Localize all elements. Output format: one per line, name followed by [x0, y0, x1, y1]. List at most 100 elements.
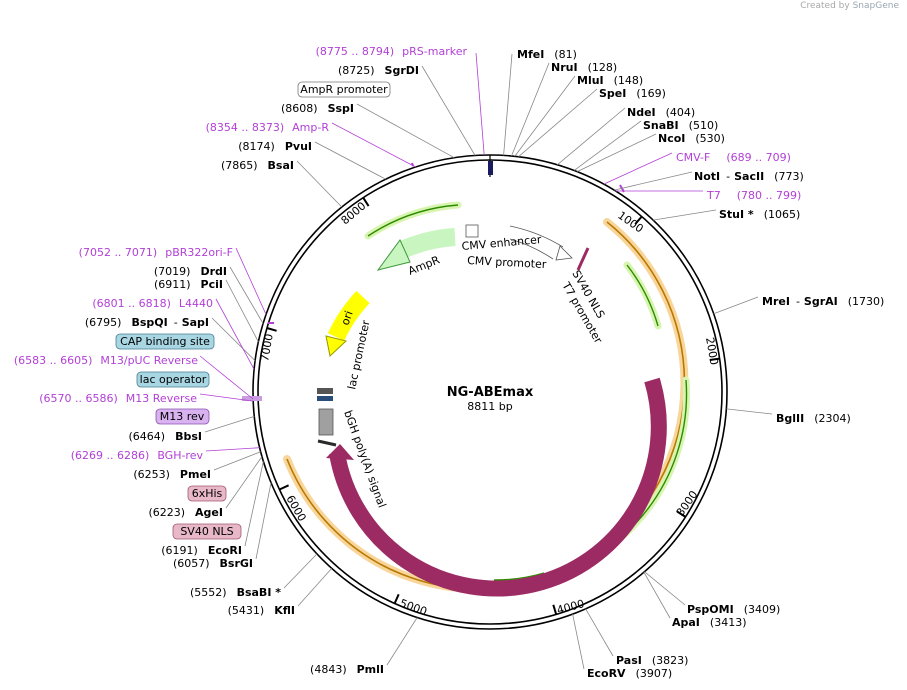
leader-line-pasi [585, 608, 614, 657]
leader-line-pmli [386, 617, 418, 666]
ori-feature [327, 290, 370, 342]
ampr-promoter-box [297, 81, 391, 98]
enzyme-label-ecori: (6191)EcoRI [161, 544, 242, 557]
snapgene-brand: SnapGene [852, 1, 899, 11]
leader-line-prs [475, 52, 485, 156]
watermark-prefix: Created by [800, 1, 850, 11]
enzyme-label-pmli: (4843)PmlI [310, 663, 384, 676]
leader-line-cmvf [603, 152, 673, 185]
tick-label-3000: 3000 [674, 488, 701, 518]
enzyme-label-pspomi: PspOMI(3409) [687, 603, 780, 616]
leader-line-bgh [205, 447, 260, 452]
enzyme-label-mlui: MluI(148) [577, 74, 643, 87]
tick-mark-1 [634, 215, 643, 225]
leader-line-spei [518, 88, 598, 158]
primer-label-prs-marker: (8775 .. 8794)pRS-marker [316, 45, 468, 58]
enzyme-labels-left: (4843)PmlI (5431)KflI (5552)BsaBI * (605… [85, 64, 419, 676]
tick-mark-2 [709, 357, 720, 361]
primer-label-t7: T7(780 .. 799) [706, 189, 801, 202]
origin-marker [488, 161, 493, 175]
tick-mark-6 [279, 484, 290, 491]
feature-label-ori: ori [339, 309, 356, 327]
leader-line-snabi [573, 120, 642, 171]
enzyme-label-noti-sacii: NotI-SacII(773) [694, 170, 804, 183]
tick-mark-3 [676, 510, 687, 518]
boxed-labels: AmpR promoter CAP binding site lac opera… [115, 81, 391, 540]
m13-rev-box [155, 408, 210, 425]
enzyme-label-pmei: (6253)PmeI [133, 468, 211, 481]
leader-line-bglii [726, 408, 773, 415]
enzyme-label-drdi: (7019)DrdI [154, 265, 227, 278]
plasmid-size: 8811 bp [467, 400, 512, 413]
ori-arrowhead [325, 335, 348, 357]
leader-line-stui [653, 209, 717, 221]
leader-line-apai [643, 572, 671, 619]
bgh-polya-feature [318, 408, 334, 436]
cas9-arrowhead [326, 444, 354, 460]
enzyme-label-bsabi: (5552)BsaBI * [190, 586, 281, 599]
lac-operator-label: lac operator [140, 373, 207, 386]
tick-label-7000: 7000 [258, 333, 276, 363]
leader-line-bbsi [204, 416, 255, 433]
his-tag-box [187, 485, 227, 502]
snapgene-watermark: Created by SnapGene [800, 1, 899, 11]
enzyme-label-mrei-sgrai: MreI-SgrAI(1730) [762, 295, 884, 308]
enzyme-label-stui: StuI *(1065) [719, 208, 800, 221]
sv40-nls-mini [576, 247, 590, 271]
his-tag-label: 6xHis [192, 487, 223, 500]
leader-line-pbr [235, 247, 267, 315]
cmv-arrowhead [555, 245, 573, 261]
leader-line-l4440 [215, 298, 255, 370]
enzyme-label-kfli: (5431)KflI [228, 604, 295, 617]
primer-label-m13-reverse: (6570 .. 6586)M13 Reverse [39, 392, 197, 405]
ampr-promoter-label: AmpR promoter [300, 83, 388, 96]
leader-line-mrei [713, 296, 759, 315]
primer-label-amp-r: (8354 .. 8373)Amp-R [206, 121, 330, 134]
enzyme-label-ecorv: EcoRV(3907) [587, 667, 672, 680]
leader-line-bspqi [211, 317, 256, 361]
leader-line-m13puc [199, 355, 254, 400]
green-arc-1 [626, 264, 659, 327]
leader-line-sgrdi [421, 65, 476, 156]
leader-line-bsrgi [255, 482, 272, 560]
primer-label-pbr322ori-f: (7052 .. 7071)pBR322ori-F [79, 246, 233, 259]
enzyme-label-spei: SpeI(169) [599, 87, 666, 100]
enzyme-label-pasi: PasI(3823) [616, 654, 688, 667]
cap-binding-site-box [115, 333, 215, 350]
leader-line-ncoi [577, 133, 657, 172]
leader-line-mlui [514, 75, 576, 157]
leader-line-ecorv [572, 614, 585, 670]
leader-line-sspi [356, 103, 455, 159]
tick-label-2000: 2000 [703, 336, 721, 366]
cmv-enhancer-outline-a [509, 225, 564, 248]
sv40-nls-box-label: SV40 NLS [180, 525, 233, 538]
leader-line-mfei [503, 53, 513, 156]
feature-label-ampr: AmpR [406, 253, 442, 277]
enzyme-label-agei: (6223)AgeI [148, 506, 223, 519]
green-arc-4 [367, 204, 459, 237]
leader-lines [199, 52, 773, 670]
tick-label-4000: 4000 [555, 597, 585, 617]
leader-line-drdi [229, 266, 264, 324]
leader-line-bsai [296, 160, 343, 208]
enzyme-label-sspi: (8608)SspI [281, 102, 354, 115]
tick-mark-8 [362, 197, 370, 207]
leader-line-ecori [244, 461, 264, 547]
primer-label-m13-puc-reverse: (6583 .. 6605)M13/pUC Reverse [14, 354, 198, 367]
cmv-enhancer-outline-b [509, 238, 554, 260]
leader-line-ndei [557, 107, 626, 166]
sv40-nls-box [172, 523, 242, 540]
lac-operator-box [136, 371, 210, 388]
cmv-enhancer-feature [508, 225, 562, 260]
enzyme-label-bsai: (7865)BsaI [221, 159, 294, 172]
leader-line-pcii [225, 279, 259, 343]
leader-line-ampr [331, 122, 416, 168]
plasmid-name: NG-ABEmax [447, 385, 534, 400]
feature-label-cmv-promoter: CMV promoter [467, 254, 547, 271]
cap-site-mini [317, 388, 333, 394]
ampr-feature [398, 228, 456, 259]
cas9-feature [329, 377, 667, 597]
m13-rev-label: M13 rev [160, 410, 205, 423]
